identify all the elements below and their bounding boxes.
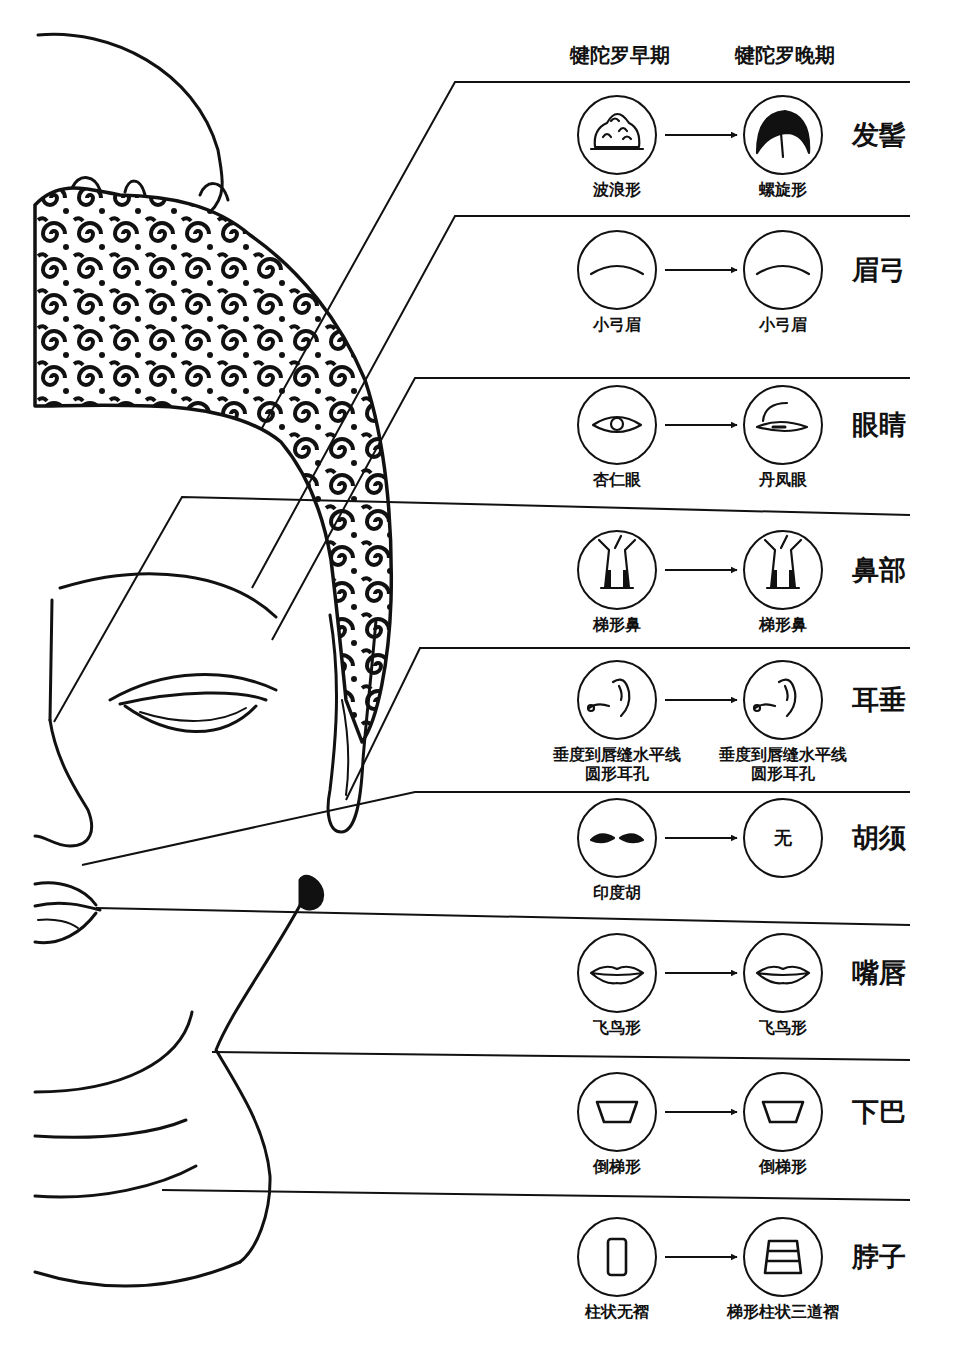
feature-circle <box>743 530 823 610</box>
feature-category: 脖子 <box>852 1239 906 1275</box>
feature-circle <box>577 933 657 1013</box>
feature-node: 梯形柱状三道褶 <box>703 1217 863 1321</box>
feature-circle: 无 <box>743 798 823 878</box>
period-header: 犍陀罗晚期 <box>735 42 835 69</box>
feature-category: 耳垂 <box>852 682 906 718</box>
feature-circle <box>577 385 657 465</box>
feature-label: 小弓眉 <box>713 315 853 334</box>
feature-category: 嘴唇 <box>852 955 906 991</box>
feature-circle <box>743 1217 823 1297</box>
feature-label: 丹凤眼 <box>713 470 853 489</box>
feature-node: 垂度到唇缝水平线 圆形耳孔 <box>703 660 863 783</box>
circle-text: 无 <box>774 826 792 850</box>
feature-circle <box>743 1072 823 1152</box>
feature-label: 螺旋形 <box>713 180 853 199</box>
feature-circle <box>577 95 657 175</box>
feature-node: 倒梯形 <box>537 1072 697 1176</box>
feature-node: 螺旋形 <box>703 95 863 199</box>
feature-label: 倒梯形 <box>547 1157 687 1176</box>
feature-circle <box>743 385 823 465</box>
feature-label: 垂度到唇缝水平线 圆形耳孔 <box>713 745 853 783</box>
feature-circle <box>577 230 657 310</box>
transition-arrow <box>665 424 737 426</box>
feature-category: 胡须 <box>852 820 906 856</box>
feature-node: 梯形鼻 <box>703 530 863 634</box>
feature-node: 印度胡 <box>537 798 697 902</box>
feature-circle <box>577 798 657 878</box>
transition-arrow <box>665 837 737 839</box>
feature-category: 眉弓 <box>852 252 906 288</box>
transition-arrow <box>665 569 737 571</box>
transition-arrow <box>665 699 737 701</box>
feature-circle <box>743 933 823 1013</box>
transition-arrow <box>665 972 737 974</box>
feature-label: 倒梯形 <box>713 1157 853 1176</box>
feature-node: 飞鸟形 <box>537 933 697 1037</box>
transition-arrow <box>665 1256 737 1258</box>
transition-arrow <box>665 269 737 271</box>
feature-node: 飞鸟形 <box>703 933 863 1037</box>
feature-label: 飞鸟形 <box>713 1018 853 1037</box>
feature-category: 发髻 <box>852 117 906 153</box>
feature-node: 小弓眉 <box>703 230 863 334</box>
feature-node: 倒梯形 <box>703 1072 863 1176</box>
transition-arrow <box>665 134 737 136</box>
feature-label: 小弓眉 <box>547 315 687 334</box>
feature-node: 梯形鼻 <box>537 530 697 634</box>
feature-category: 眼睛 <box>852 407 906 443</box>
feature-circle <box>743 95 823 175</box>
feature-node: 无 <box>703 798 863 878</box>
feature-label: 波浪形 <box>547 180 687 199</box>
feature-circle <box>743 660 823 740</box>
period-header: 犍陀罗早期 <box>570 42 670 69</box>
feature-category: 鼻部 <box>852 552 906 588</box>
feature-node: 垂度到唇缝水平线 圆形耳孔 <box>537 660 697 783</box>
feature-circle <box>577 1072 657 1152</box>
feature-label: 梯形鼻 <box>713 615 853 634</box>
feature-label: 杏仁眼 <box>547 470 687 489</box>
feature-label: 垂度到唇缝水平线 圆形耳孔 <box>547 745 687 783</box>
feature-node: 柱状无褶 <box>537 1217 697 1321</box>
feature-label: 柱状无褶 <box>547 1302 687 1321</box>
feature-circle <box>577 1217 657 1297</box>
feature-label: 飞鸟形 <box>547 1018 687 1037</box>
feature-node: 杏仁眼 <box>537 385 697 489</box>
feature-category: 下巴 <box>852 1094 906 1130</box>
transition-arrow <box>665 1111 737 1113</box>
feature-node: 丹凤眼 <box>703 385 863 489</box>
feature-node: 波浪形 <box>537 95 697 199</box>
feature-label: 印度胡 <box>547 883 687 902</box>
feature-circle <box>577 530 657 610</box>
feature-label: 梯形鼻 <box>547 615 687 634</box>
feature-circle <box>743 230 823 310</box>
feature-circle <box>577 660 657 740</box>
feature-node: 小弓眉 <box>537 230 697 334</box>
feature-label: 梯形柱状三道褶 <box>713 1302 853 1321</box>
